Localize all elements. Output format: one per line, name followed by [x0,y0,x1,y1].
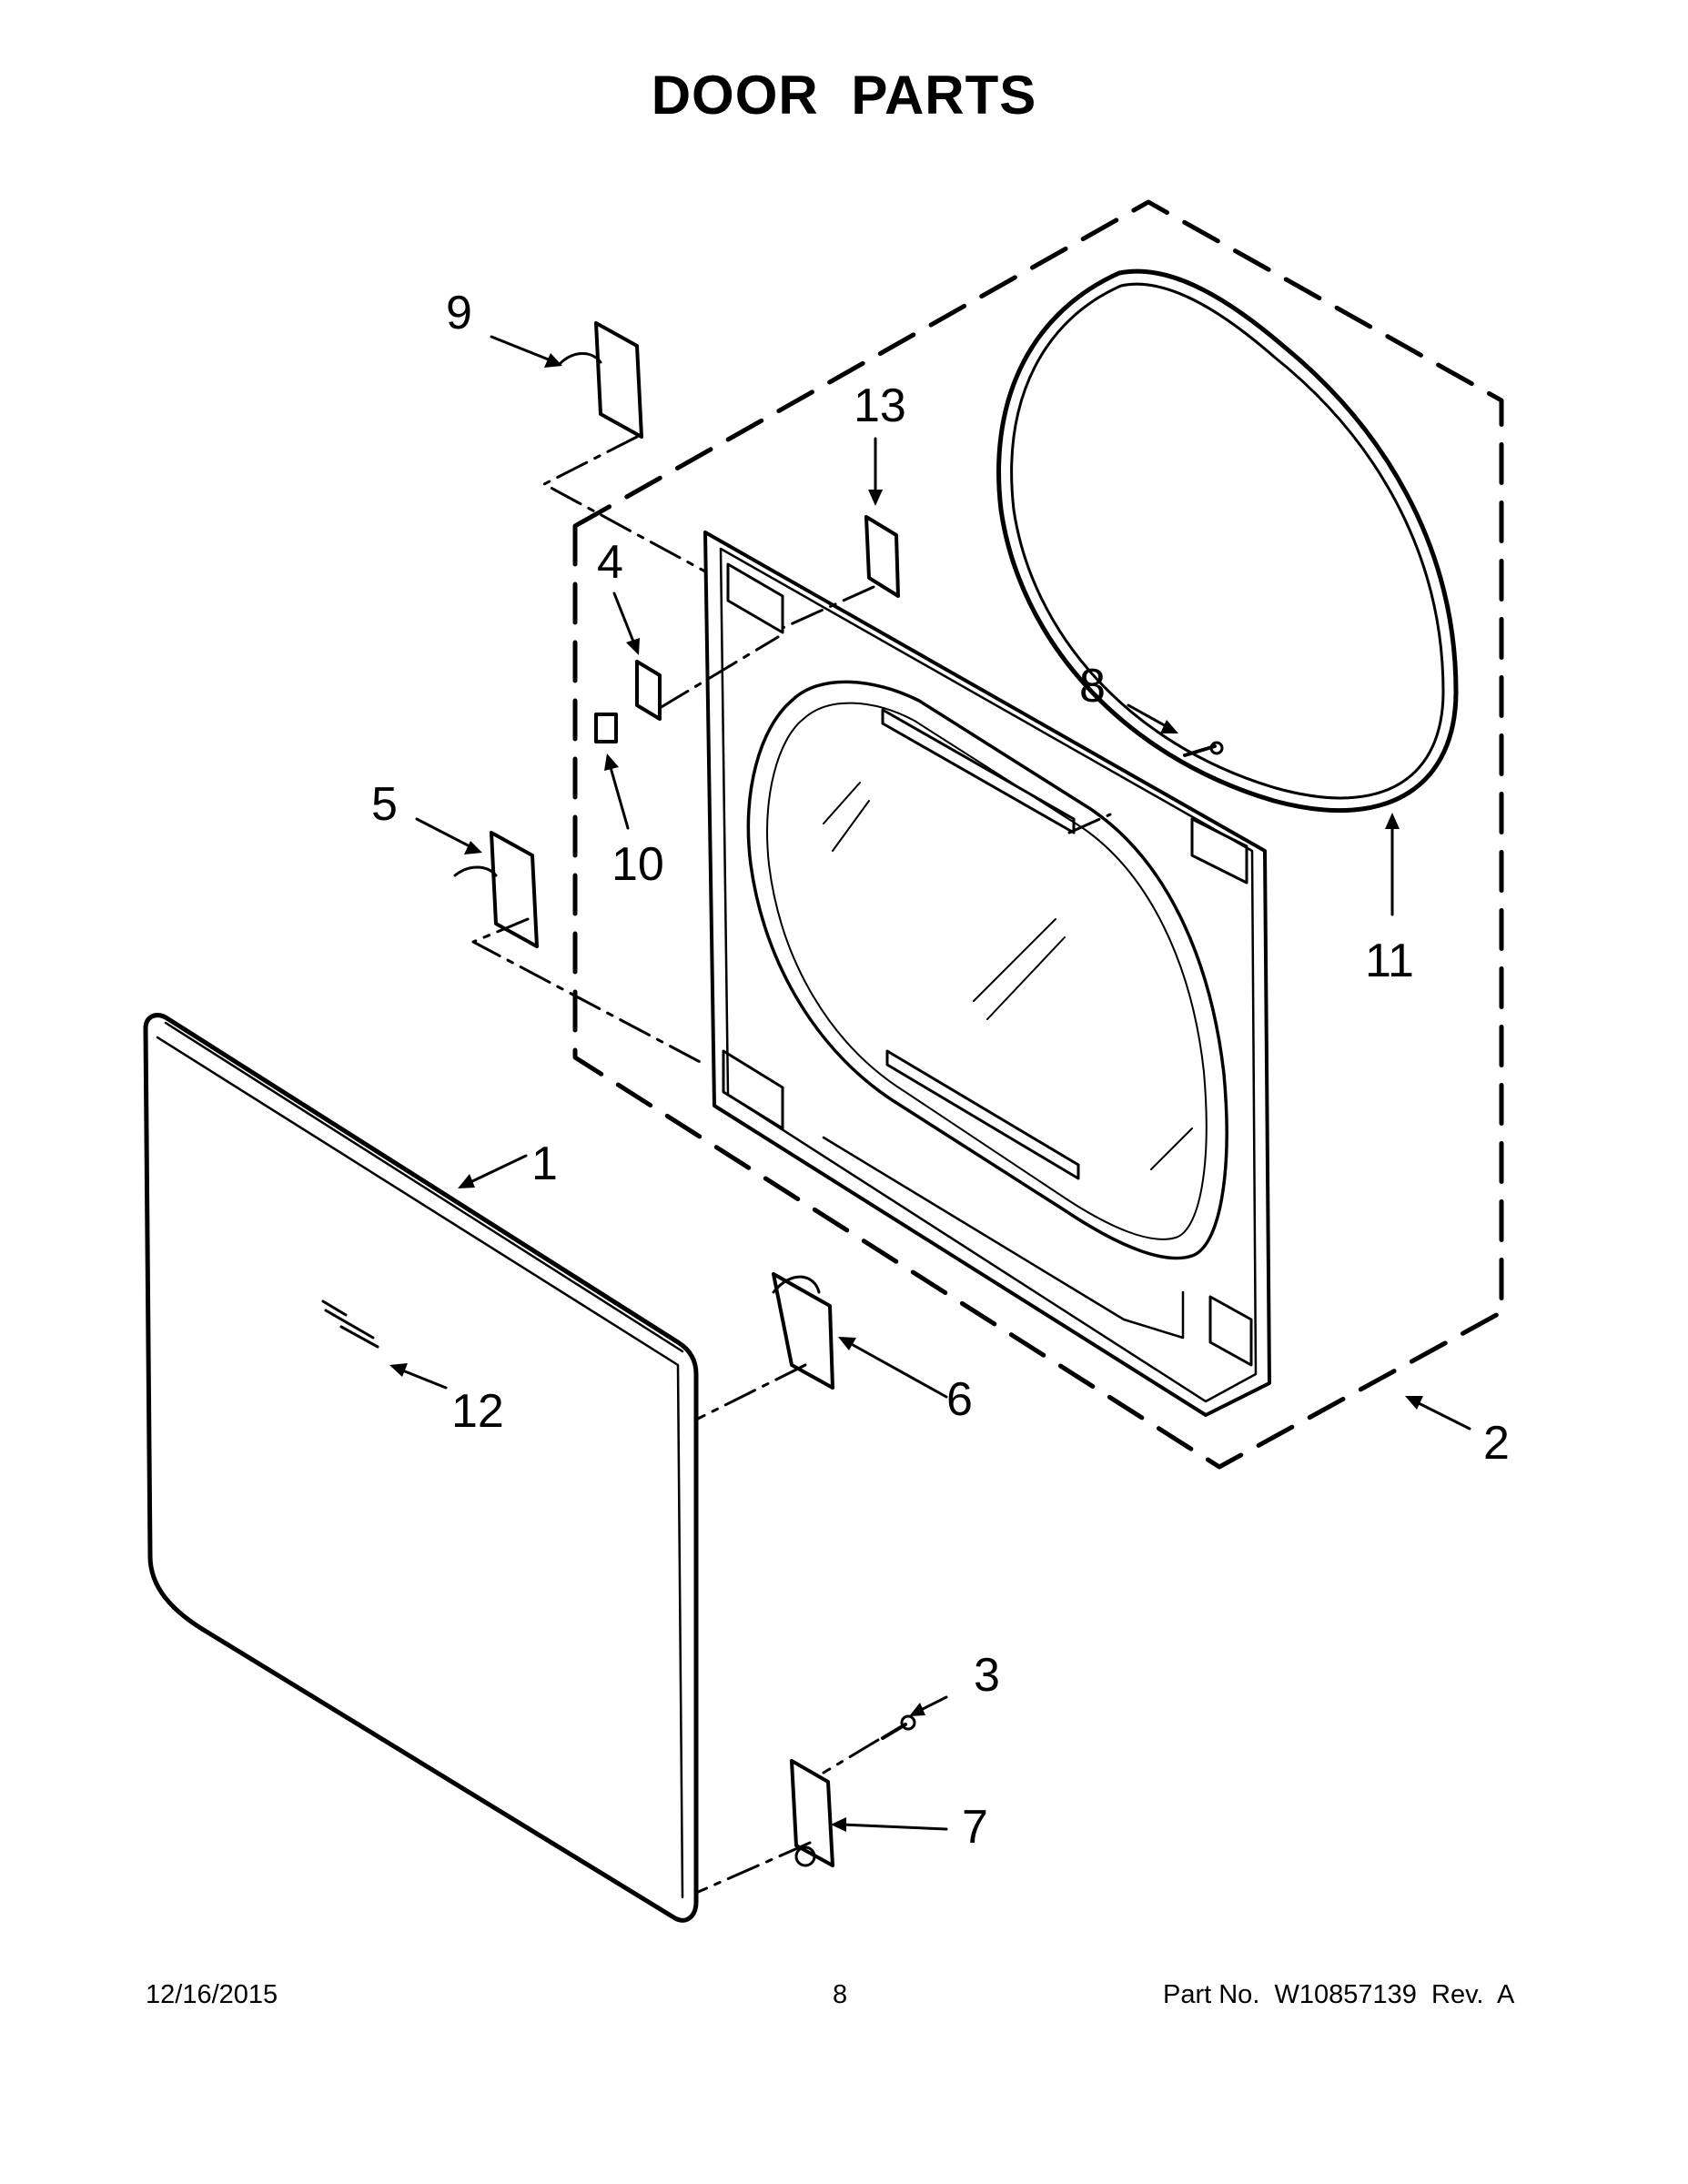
callout-10: 10 [612,838,664,891]
screw-part-8 [1183,741,1224,757]
callout-7: 7 [962,1801,988,1854]
callout-12: 12 [451,1385,504,1438]
callout-1: 1 [531,1138,558,1190]
assembly-outline [572,199,1504,1470]
callout-3: 3 [974,1649,1000,1702]
door-gasket-part [996,268,1459,813]
footer-date: 12/16/2015 [146,1980,278,2009]
footer-part-number: Part No. W10857139 Rev. A [1163,1980,1515,2009]
latch-part [594,713,618,743]
bottom-hinge-bracket-part [453,831,539,948]
lower-door-hinge-part [790,1759,834,1867]
screw-part-3 [881,1714,916,1740]
top-hinge-bracket-part [558,321,643,439]
page-title: DOOR PARTS [651,65,1037,126]
outer-door-panel-part [143,1013,699,1923]
callout-5: 5 [371,778,398,831]
callout-6: 6 [946,1373,973,1426]
upper-door-hinge-part [772,1272,834,1390]
callout-9: 9 [446,287,472,339]
callout-8: 8 [1079,660,1106,713]
alignment-lines [471,435,1112,1895]
strike-part [635,660,662,721]
callout-4: 4 [597,536,623,589]
inner-door-panel-part [703,531,1271,1417]
callout-13: 13 [854,379,906,432]
callout-11: 11 [1365,935,1414,987]
callout-leaders [389,335,1471,1832]
footer-page-number: 8 [833,1980,848,2009]
latch-cover-part [864,515,900,598]
callout-2: 2 [1483,1417,1510,1470]
